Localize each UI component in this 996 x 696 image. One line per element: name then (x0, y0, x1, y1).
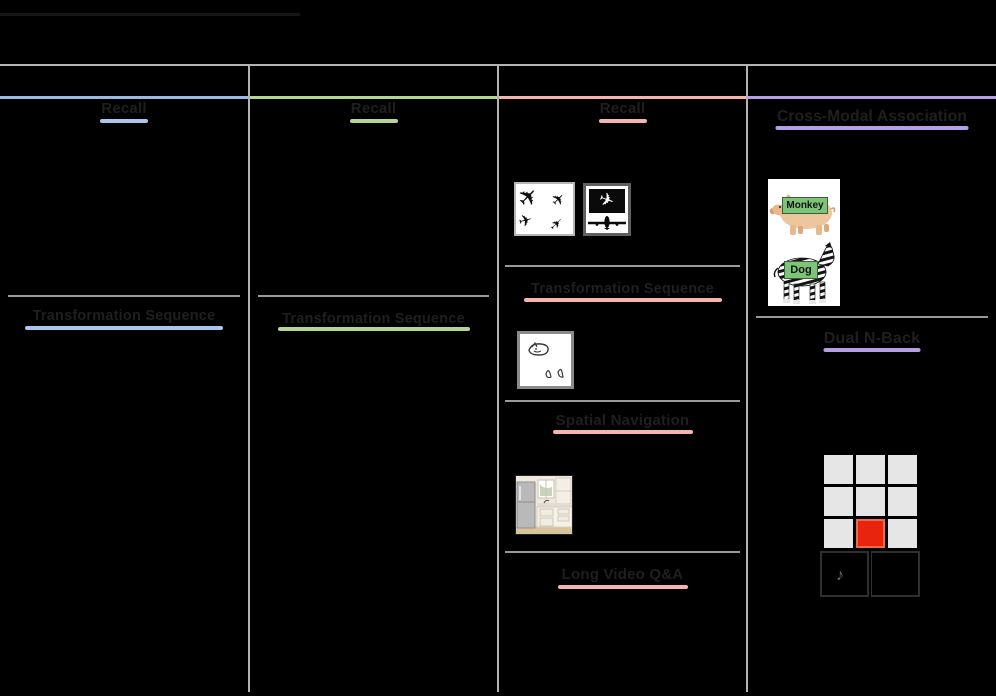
column-2-accent-line (250, 96, 497, 99)
section-divider (505, 400, 740, 402)
pig-label-chip: Monkey (782, 197, 828, 214)
dual-n-back-underline (823, 348, 921, 352)
section-title-spatial-navigation: Spatial Navigation (555, 412, 690, 429)
section-title-transformation-sequence: Transformation Sequence (282, 311, 465, 327)
sketch-drawing-image (517, 331, 574, 389)
faint-title-strike (0, 13, 300, 16)
audio-stimulus-box: ♪ (820, 551, 869, 597)
transformation-underline (277, 327, 470, 331)
column-divider-1 (248, 64, 250, 692)
section-title-dual-n-back: Dual N-Back (823, 330, 921, 347)
recall-underline (349, 119, 398, 123)
section-divider (8, 295, 240, 297)
zebra-label-chip: Dog (784, 261, 818, 279)
kitchen-photo (515, 475, 573, 535)
cross-modal-underline (775, 126, 969, 130)
section-divider (756, 316, 988, 318)
nback-cell (824, 487, 853, 516)
nback-cell (888, 487, 917, 516)
airplane-icon: ✈ (596, 188, 618, 212)
section-title-recall: Recall (599, 100, 646, 117)
section-title-recall: Recall (101, 100, 147, 117)
column-2: Recall Transformation Sequence (250, 64, 497, 692)
column-1: Recall Transformation Sequence (0, 64, 248, 692)
column-divider-3 (746, 64, 748, 692)
long-video-underline (557, 585, 688, 589)
section-divider (258, 295, 489, 297)
nback-cell (856, 455, 885, 484)
nback-grid (824, 455, 917, 548)
section-divider (505, 265, 740, 267)
column-4-accent-line (748, 96, 996, 99)
airplane-icon: ✈ (512, 180, 546, 215)
airplane-front-view-icon (588, 216, 626, 230)
airplane-pair-image: ✈ (583, 183, 631, 236)
column-divider-2 (497, 64, 499, 692)
section-divider (505, 551, 740, 553)
section-title-long-video-qa: Long Video Q&A (561, 566, 684, 583)
transformation-underline (25, 326, 223, 330)
spatial-underline (552, 430, 693, 434)
nback-active-cell (856, 519, 885, 548)
airplane-icon: ✈ (547, 214, 566, 234)
column-3: Recall ✈ ✈ ✈ ✈ ✈ Transformation Sequence (499, 64, 746, 692)
airplane-icon: ✈ (546, 187, 568, 210)
section-title-transformation-sequence: Transformation Sequence (531, 281, 714, 297)
column-3-accent-line (499, 96, 746, 99)
column-1-accent-line (0, 96, 248, 99)
airplane-grid-image: ✈ ✈ ✈ ✈ (512, 180, 575, 236)
airplane-photo-dark: ✈ (589, 188, 625, 213)
section-title-transformation-sequence: Transformation Sequence (32, 308, 216, 324)
nback-cell (824, 519, 853, 548)
nback-cell (824, 455, 853, 484)
animal-mislabel-card: Monkey Dog (768, 179, 840, 306)
section-title-cross-modal-association: Cross-Modal Association (776, 108, 968, 125)
music-note-icon: ♪ (836, 567, 844, 584)
nback-cell (856, 487, 885, 516)
airplane-icon: ✈ (516, 211, 535, 232)
recall-underline (100, 119, 148, 123)
empty-stimulus-box (871, 551, 920, 597)
transformation-underline (523, 298, 722, 302)
section-title-recall: Recall (350, 100, 397, 117)
nback-cell (888, 455, 917, 484)
column-4: Cross-Modal Association Monkey (748, 64, 996, 692)
nback-cell (888, 519, 917, 548)
recall-underline (598, 119, 647, 123)
